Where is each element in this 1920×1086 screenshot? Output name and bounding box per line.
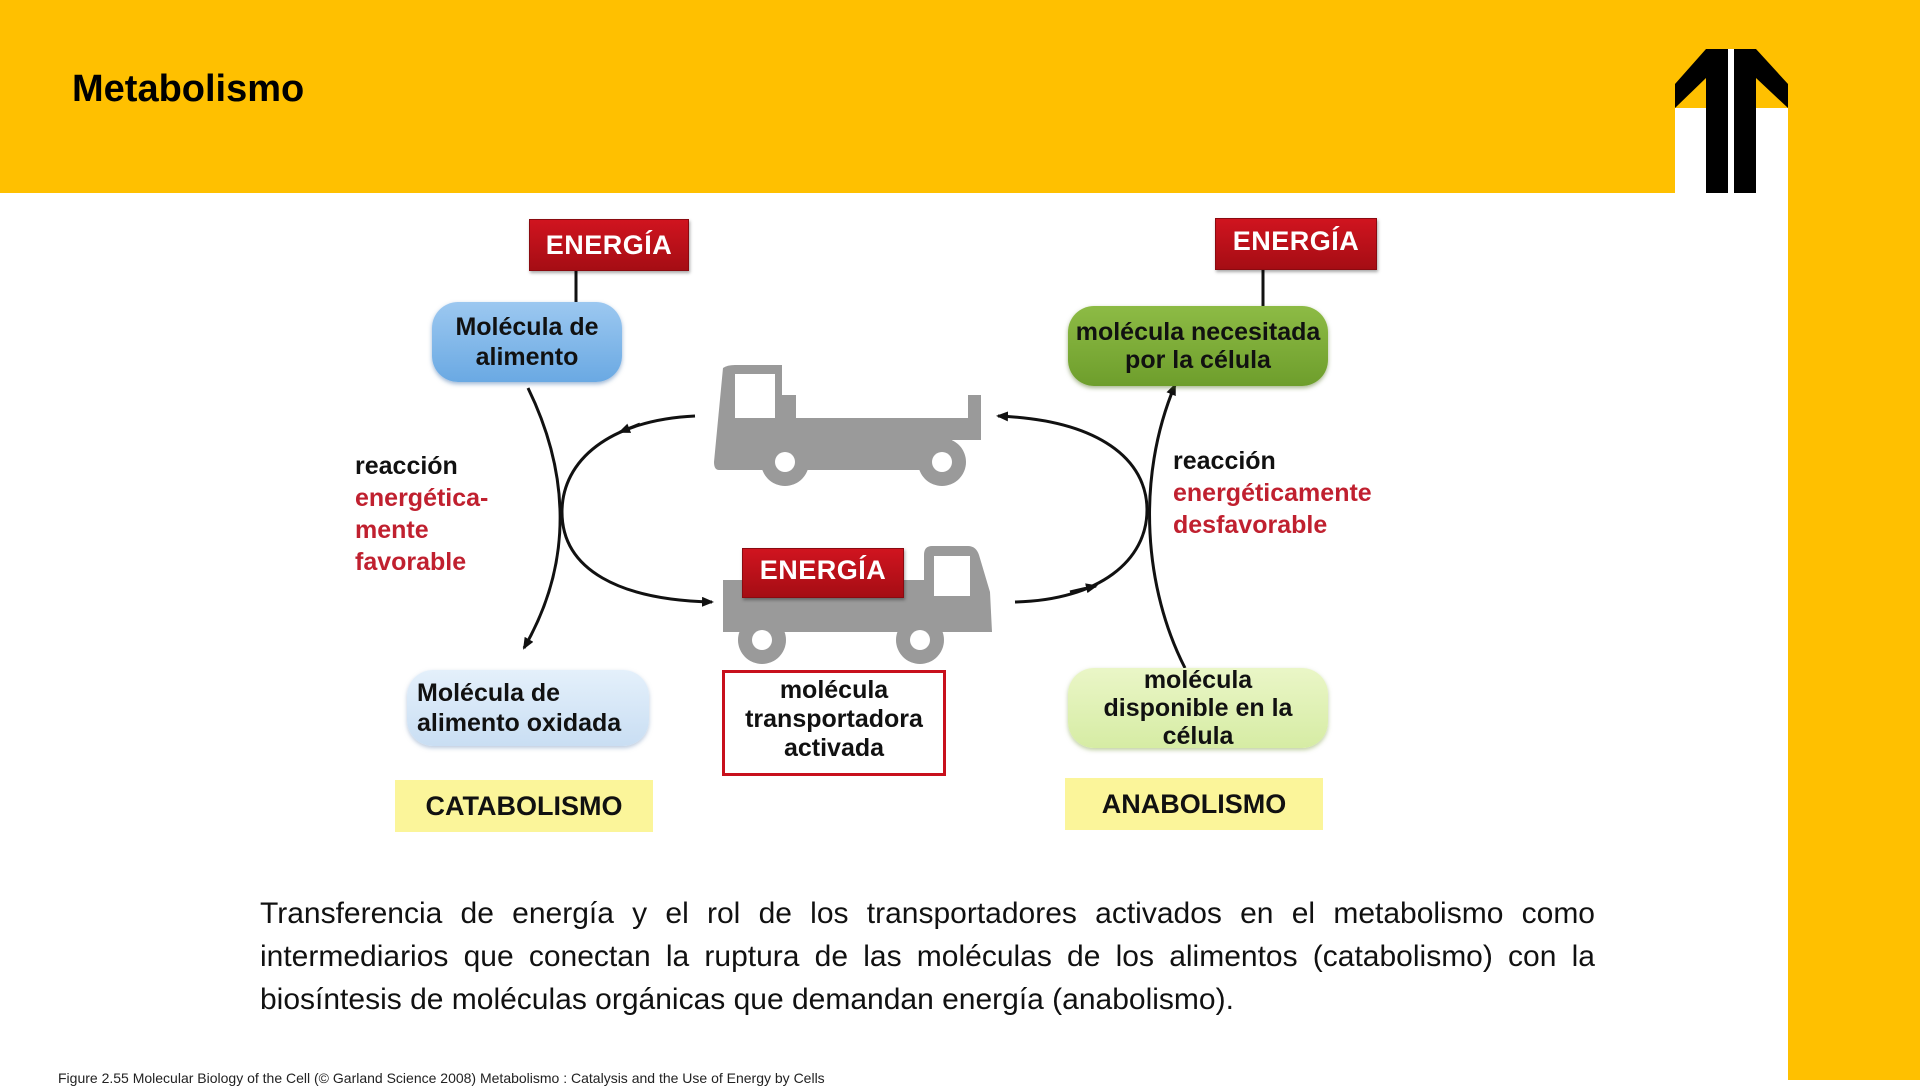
page-title: Metabolismo	[72, 68, 305, 110]
metabolism-diagram: ENERGÍA Molécula de alimento reacción en…	[355, 218, 1377, 832]
figure-caption: Transferencia de energía y el rol de los…	[260, 897, 1595, 1016]
energy-tag-carrier: ENERGÍA	[742, 548, 904, 598]
anabolism-label: ANABOLISMO	[1065, 778, 1323, 830]
truck-empty-icon	[714, 365, 981, 486]
energy-tag-anabolism: ENERGÍA	[1215, 218, 1377, 270]
right-accent-strip	[1788, 0, 1920, 1080]
twin-bars-arrow-logo-icon	[1675, 49, 1788, 193]
food-molecule-node: Molécula de alimento	[432, 302, 622, 382]
unfavorable-reaction-label: reacción energéticamente desfavorable	[1173, 447, 1372, 539]
energy-tag-catabolism: ENERGÍA	[529, 219, 689, 271]
oxidized-food-molecule-node: Molécula de alimento oxidada	[407, 670, 649, 746]
header-bar: Metabolismo	[0, 0, 1675, 193]
catabolism-label: CATABOLISMO	[395, 780, 653, 832]
source-citation: Figure 2.55 Molecular Biology of the Cel…	[58, 1070, 825, 1086]
available-molecule-node: molécula disponible en la célula	[1068, 666, 1328, 750]
favorable-reaction-label: reacción energética- mente favorable	[355, 452, 489, 576]
activated-carrier-node: molécula transportadora activada	[722, 670, 946, 776]
diagram-arrows	[522, 268, 1265, 669]
needed-molecule-node: molécula necesitada por la célula	[1068, 306, 1328, 386]
